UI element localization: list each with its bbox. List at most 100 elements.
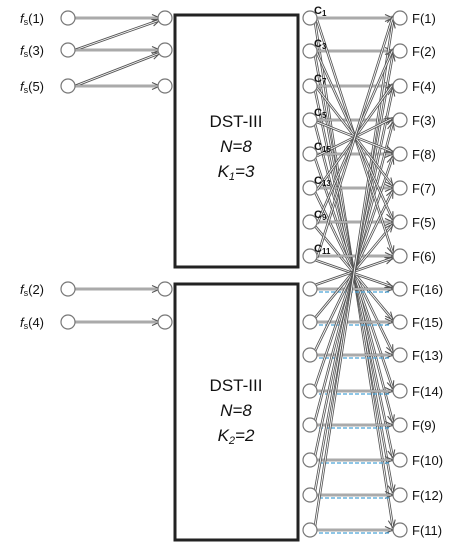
input-label-top-0: fs(1) xyxy=(20,11,44,27)
coefficient-sub: 1 xyxy=(322,9,327,18)
dst-block-bottom-title: DST-III xyxy=(210,376,263,395)
coefficient-sub: 13 xyxy=(322,179,331,188)
coefficient-main: C xyxy=(314,209,322,221)
output-node xyxy=(392,78,408,94)
coefficient-label-3: C5 xyxy=(314,107,327,120)
output-node xyxy=(392,383,408,399)
coefficient-sub: 11 xyxy=(322,247,331,256)
input-line-2a-core xyxy=(74,19,161,51)
coefficient-label-7: C11 xyxy=(314,243,331,256)
dst-block-top-k-rest: =3 xyxy=(235,162,255,181)
output-node xyxy=(392,214,408,230)
input-label-top-1-sub: s xyxy=(24,49,29,59)
coefficient-main: C xyxy=(314,38,322,50)
output-label-3: F(3) xyxy=(412,113,436,128)
coefficient-label-1: C3 xyxy=(314,38,327,51)
block-output-node xyxy=(302,43,318,59)
block-output-node xyxy=(302,347,318,363)
input-label-bottom-1-arg: (4) xyxy=(28,315,44,330)
output-node xyxy=(392,281,408,297)
block-output-node xyxy=(302,10,318,26)
block-output-node xyxy=(302,214,318,230)
block-output-node xyxy=(302,281,318,297)
input-label-top-1-f: f xyxy=(20,43,25,58)
coefficient-main: C xyxy=(314,243,322,255)
coefficient-main: C xyxy=(314,175,322,187)
dst-block-bottom-k-main: K xyxy=(218,426,230,445)
coefficient-label-4: C15 xyxy=(314,141,331,154)
block-input-node xyxy=(157,314,173,330)
input-label-top-0-sub: s xyxy=(24,17,29,27)
block-output-node xyxy=(302,417,318,433)
output-node xyxy=(392,146,408,162)
output-node xyxy=(392,452,408,468)
coefficient-sub: 5 xyxy=(322,111,327,120)
input-label-bottom-0: fs(2) xyxy=(20,282,44,298)
output-node xyxy=(392,487,408,503)
input-label-top-2-f: f xyxy=(20,79,25,94)
dst-block-bottom: DST-III N=8 K2=2 xyxy=(173,282,300,542)
coefficient-label-0: C1 xyxy=(314,5,327,18)
input-label-top-1-arg: (3) xyxy=(28,43,44,58)
input-label-bottom-0-arg: (2) xyxy=(28,282,44,297)
dst-block-top-k-main: K xyxy=(218,162,230,181)
output-label-10: F(13) xyxy=(412,348,443,363)
input-label-bottom-0-f: f xyxy=(20,282,25,297)
block-output-node xyxy=(302,452,318,468)
dst-block-top-frame xyxy=(173,13,300,269)
output-node xyxy=(392,248,408,264)
coefficient-label-2: C7 xyxy=(314,73,327,86)
dst-block-bottom-k-sub: 2 xyxy=(228,435,235,447)
labels: fs(1)fs(3)fs(5)fs(2)fs(4)C1C3C7C5C15C13C… xyxy=(20,5,443,538)
block-output-node xyxy=(302,78,318,94)
dst-block-top-n: N=8 xyxy=(220,137,252,156)
output-node xyxy=(392,112,408,128)
coefficient-label-6: C9 xyxy=(314,209,327,222)
input-node xyxy=(60,314,76,330)
input-node xyxy=(60,42,76,58)
output-label-11: F(14) xyxy=(412,384,443,399)
output-label-13: F(10) xyxy=(412,453,443,468)
output-node xyxy=(392,180,408,196)
block-input-node xyxy=(157,78,173,94)
output-label-6: F(5) xyxy=(412,215,436,230)
output-label-15: F(11) xyxy=(412,523,442,538)
dst-block-top-title: DST-III xyxy=(210,112,263,131)
input-label-top-1: fs(3) xyxy=(20,43,44,59)
output-label-0: F(1) xyxy=(412,11,436,26)
coefficient-main: C xyxy=(314,141,322,153)
input-node xyxy=(60,78,76,94)
block-input-node xyxy=(157,10,173,26)
input-label-top-2-arg: (5) xyxy=(28,79,44,94)
coefficient-sub: 15 xyxy=(322,145,331,154)
output-node xyxy=(392,522,408,538)
input-label-top-0-f: f xyxy=(20,11,25,26)
input-label-top-2: fs(5) xyxy=(20,79,44,95)
dst-blocks: DST-III N=8 K1=3 DST-III N=8 K2=2 xyxy=(173,13,300,542)
block-output-node xyxy=(302,487,318,503)
coefficient-main: C xyxy=(314,5,322,17)
block-output-node xyxy=(302,248,318,264)
output-label-9: F(15) xyxy=(412,315,443,330)
input-line-3a-core xyxy=(74,52,161,87)
input-label-top-2-sub: s xyxy=(24,85,29,95)
output-node xyxy=(392,10,408,26)
dst-block-bottom-n: N=8 xyxy=(220,401,252,420)
coefficient-label-5: C13 xyxy=(314,175,331,188)
output-node xyxy=(392,314,408,330)
coefficient-main: C xyxy=(314,107,322,119)
output-label-2: F(4) xyxy=(412,79,436,94)
block-output-node xyxy=(302,522,318,538)
input-label-top-0-arg: (1) xyxy=(28,11,44,26)
connection-lines xyxy=(74,13,396,535)
block-output-node xyxy=(302,314,318,330)
coefficient-main: C xyxy=(314,73,322,85)
output-label-14: F(12) xyxy=(412,488,443,503)
output-node xyxy=(392,347,408,363)
dst-block-bottom-k: K2=2 xyxy=(218,426,255,447)
dst-block-top-k: K1=3 xyxy=(218,162,255,183)
dst-block-bottom-k-rest: =2 xyxy=(235,426,255,445)
output-label-4: F(8) xyxy=(412,147,436,162)
input-label-bottom-0-sub: s xyxy=(24,288,29,298)
block-output-node xyxy=(302,180,318,196)
